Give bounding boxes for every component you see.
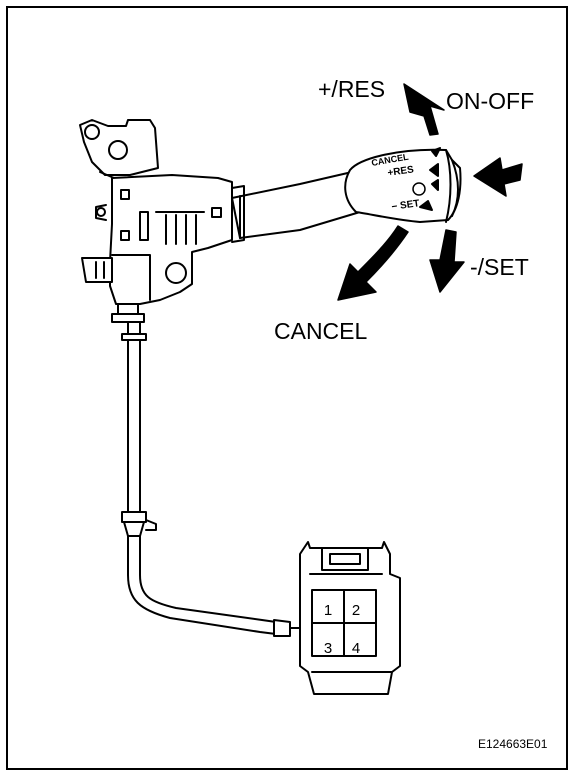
label-cancel: CANCEL (274, 318, 368, 344)
wire-harness (121, 321, 301, 637)
arrow-set (429, 229, 465, 293)
arrow-on-off (473, 157, 523, 197)
stalk-label-set: − SET (391, 198, 420, 213)
label-res: +/RES (318, 76, 386, 102)
connector-pin-1: 1 (323, 602, 333, 619)
connector-pin-4: 4 (351, 640, 361, 657)
connector-housing (299, 541, 401, 695)
arrow-cancel (337, 225, 409, 301)
label-on-off: ON-OFF (446, 88, 535, 114)
stalk-label-res: +RES (387, 164, 415, 179)
arrow-res (403, 83, 445, 136)
connector-pin-3: 3 (323, 640, 333, 657)
connector-pin-2: 2 (351, 602, 361, 619)
label-set: -/SET (470, 254, 529, 280)
figure-code: E124663E01 (478, 737, 548, 751)
switch-body (81, 174, 233, 323)
mounting-bracket (79, 119, 159, 179)
switch-stalk (231, 147, 462, 243)
